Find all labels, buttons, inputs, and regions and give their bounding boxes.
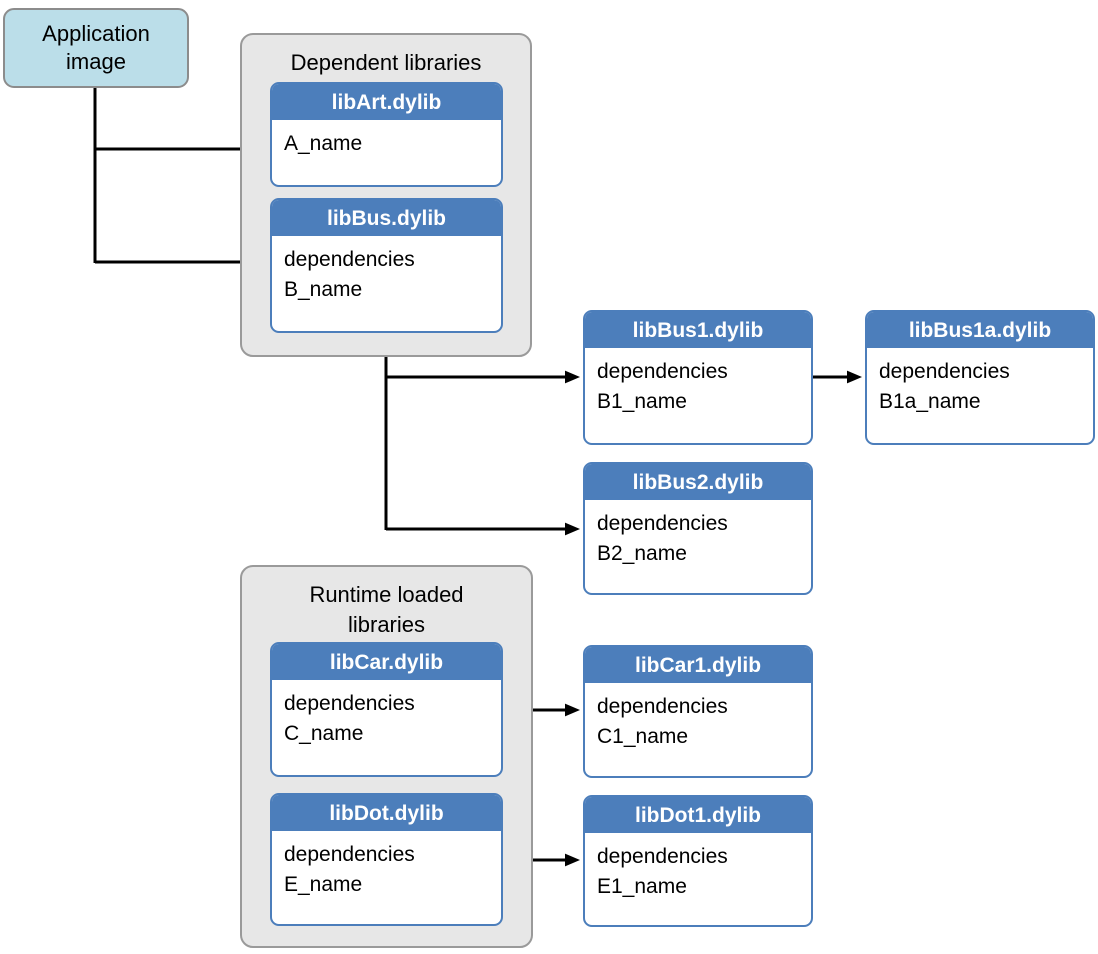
node-field: dependencies [879, 360, 1010, 383]
node-libbus-dylib: libBus.dylib dependencies B_name [270, 198, 503, 333]
node-libart-dylib: libArt.dylib A_name [270, 82, 503, 187]
node-field: dependencies [597, 360, 728, 383]
node-title: libBus1a.dylib [867, 312, 1093, 348]
node-field: B2_name [597, 542, 687, 565]
node-title: libCar.dylib [272, 644, 501, 680]
node-field: C1_name [597, 725, 689, 748]
node-field: dependencies [284, 248, 415, 271]
node-title: libDot1.dylib [585, 797, 811, 833]
node-body: dependencies B2_name [585, 500, 811, 569]
node-title: libBus2.dylib [585, 464, 811, 500]
node-field: dependencies [284, 843, 415, 866]
node-title: libBus.dylib [272, 200, 501, 236]
group-title-line1: Dependent libraries [290, 50, 482, 75]
node-libcar-dylib: libCar.dylib dependencies C_name [270, 642, 503, 777]
node-field: E_name [284, 873, 363, 896]
group-title-line2: libraries [347, 612, 426, 637]
node-libdot-dylib: libDot.dylib dependencies E_name [270, 793, 503, 926]
node-body: dependencies C_name [272, 680, 501, 749]
group-title: Runtime loaded libraries [242, 567, 531, 640]
node-libbus1a-dylib: libBus1a.dylib dependencies B1a_name [865, 310, 1095, 445]
group-title-line1: Runtime loaded [309, 582, 464, 607]
node-title: libDot.dylib [272, 795, 501, 831]
node-field: dependencies [597, 845, 728, 868]
node-field: C_name [284, 722, 364, 745]
application-image-box: Application image [3, 8, 189, 88]
application-image-label-line1: Application [42, 21, 150, 46]
node-libdot1-dylib: libDot1.dylib dependencies E1_name [583, 795, 813, 927]
node-field: dependencies [597, 695, 728, 718]
node-body: dependencies B1_name [585, 348, 811, 417]
node-libbus2-dylib: libBus2.dylib dependencies B2_name [583, 462, 813, 595]
node-field: E1_name [597, 875, 687, 898]
node-title: libBus1.dylib [585, 312, 811, 348]
node-body: dependencies B1a_name [867, 348, 1093, 417]
node-body: dependencies C1_name [585, 683, 811, 752]
node-libcar1-dylib: libCar1.dylib dependencies C1_name [583, 645, 813, 778]
node-field: dependencies [284, 692, 415, 715]
node-field: B_name [284, 278, 363, 301]
node-field: B1_name [597, 390, 687, 413]
node-field: A_name [284, 132, 363, 155]
node-body: dependencies E1_name [585, 833, 811, 902]
node-field: dependencies [597, 512, 728, 535]
node-title: libArt.dylib [272, 84, 501, 120]
node-libbus1-dylib: libBus1.dylib dependencies B1_name [583, 310, 813, 445]
node-title: libCar1.dylib [585, 647, 811, 683]
group-title: Dependent libraries [242, 35, 530, 78]
node-body: A_name [272, 120, 501, 159]
node-body: dependencies E_name [272, 831, 501, 900]
application-image-label-line2: image [66, 49, 126, 74]
node-field: B1a_name [879, 390, 981, 413]
node-body: dependencies B_name [272, 236, 501, 305]
